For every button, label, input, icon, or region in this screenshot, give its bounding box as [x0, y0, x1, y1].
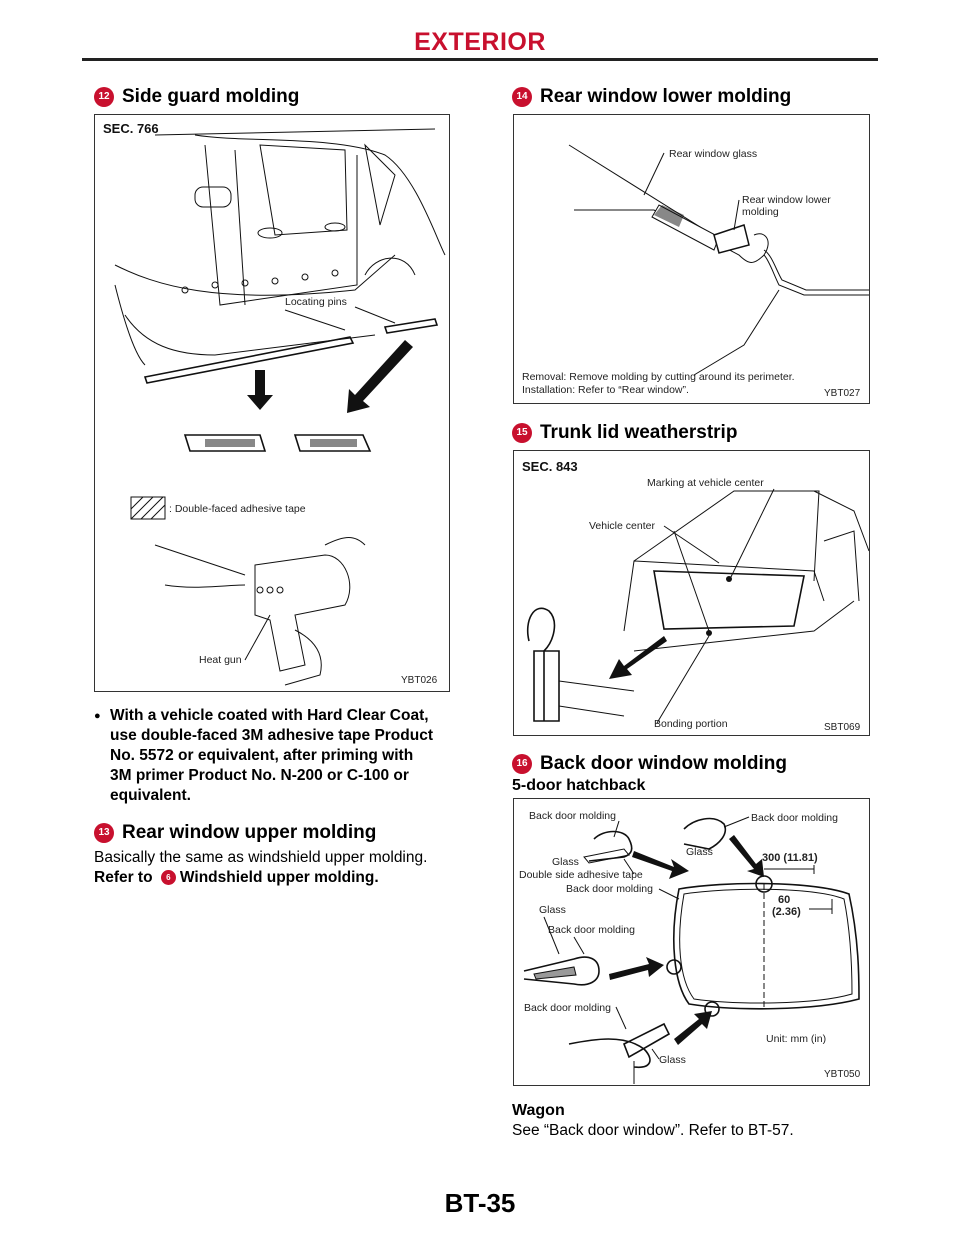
fig3-center-label: Vehicle center — [589, 520, 655, 532]
fig4-dsat-label: Double side adhesive tape — [519, 869, 643, 881]
fig4-glass-1: Glass — [552, 856, 579, 868]
fig3-sec-label: SEC. 843 — [522, 459, 578, 474]
bullet-line: equivalent. — [110, 787, 191, 804]
header-rule — [82, 58, 878, 61]
wagon-subtitle: Wagon — [512, 1102, 565, 1119]
refer-badge: 6 — [160, 870, 176, 886]
fig3-bonding-label: Bonding portion — [654, 718, 728, 730]
fig4-glass-4: Glass — [659, 1054, 686, 1066]
section-title: Rear window upper molding — [122, 822, 377, 843]
fig2-code: YBT027 — [824, 388, 861, 399]
fig4-bdm-right: Back door molding — [751, 812, 838, 824]
bullet-line: No. 5572 or equivalent, after priming wi… — [110, 747, 414, 764]
fig1-code: YBT026 — [401, 675, 438, 686]
fig2-lower-label-1: Rear window lower — [742, 194, 831, 206]
section-number-badge: 14 — [512, 87, 532, 107]
fig2-install-text: Installation: Refer to “Rear window”. — [522, 384, 689, 396]
fig2-removal-text: Removal: Remove molding by cutting aroun… — [522, 371, 795, 383]
section-title: Side guard molding — [122, 86, 300, 107]
fig2-lower-label-2: molding — [742, 206, 779, 218]
fig4-glass-2: Glass — [686, 846, 713, 858]
fig4-glass-3: Glass — [539, 904, 566, 916]
refer-prefix: Refer to — [94, 869, 153, 886]
bullet-mark: ● — [94, 710, 101, 722]
fig4-dim-60: 60 — [778, 894, 790, 906]
fig3-code: SBT069 — [824, 722, 861, 733]
bullet-line: With a vehicle coated with Hard Clear Co… — [110, 707, 429, 724]
figure-rear-window-lower-molding: Rear window glass Rear window lower mold… — [513, 114, 870, 404]
section-15-heading: 15 Trunk lid weatherstrip — [512, 422, 737, 444]
fig4-bdm-left: Back door molding — [548, 924, 635, 936]
wagon-text: See “Back door window”. Refer to BT-57. — [512, 1122, 794, 1139]
fig4-bdm-mid: Back door molding — [566, 883, 653, 895]
section-number-badge: 16 — [512, 754, 532, 774]
fig4-unit-label: Unit: mm (in) — [766, 1033, 826, 1045]
refer-title: Windshield upper molding. — [179, 869, 379, 886]
section-13-body: Basically the same as windshield upper m… — [94, 848, 464, 888]
fig1-sec-label: SEC. 766 — [103, 121, 159, 136]
fig4-code: YBT050 — [824, 1069, 861, 1080]
section-13-text: Basically the same as windshield upper m… — [94, 849, 428, 866]
figure-back-door-window-molding: 300 (11.81) 60 (2.36) Back door molding … — [513, 798, 870, 1086]
section-number-badge: 13 — [94, 823, 114, 843]
fig1-heat-gun-label: Heat gun — [199, 654, 242, 666]
section-title: Rear window lower molding — [540, 86, 792, 107]
section-title: Trunk lid weatherstrip — [540, 422, 738, 443]
bullet-line: 3M primer Product No. N-200 or C-100 or — [110, 767, 409, 784]
fig3-marking-label: Marking at vehicle center — [647, 477, 764, 489]
section-16-heading: 16 Back door window molding — [512, 753, 787, 775]
fig4-bdm-low: Back door molding — [524, 1002, 611, 1014]
section-16-subtitle: 5-door hatchback — [512, 777, 646, 794]
page-number: BT-35 — [444, 1188, 516, 1218]
section-title: Back door window molding — [540, 753, 787, 774]
section-number-badge: 12 — [94, 87, 114, 107]
bullet-line: use double-faced 3M adhesive tape Produc… — [110, 727, 433, 744]
fig4-bdm-top: Back door molding — [529, 810, 616, 822]
section-14-heading: 14 Rear window lower molding — [512, 86, 791, 108]
fig4-dim-300: 300 (11.81) — [762, 852, 818, 864]
fig2-glass-label: Rear window glass — [669, 148, 757, 160]
page-header-title: EXTERIOR — [414, 28, 546, 56]
fig1-locating-pins-label: Locating pins — [285, 296, 347, 308]
fig1-tape-label: : Double-faced adhesive tape — [169, 503, 306, 515]
section-13-heading: 13 Rear window upper molding — [94, 822, 376, 844]
figure-side-guard-molding: SEC. 766 Locating pins : Double- — [94, 114, 450, 692]
section-12-heading: 12 Side guard molding — [94, 86, 299, 108]
section-number-badge: 15 — [512, 423, 532, 443]
fig4-dim-60-in: (2.36) — [772, 906, 801, 918]
figure-trunk-lid-weatherstrip: SEC. 843 Marking at vehicle center Vehic… — [513, 450, 870, 736]
